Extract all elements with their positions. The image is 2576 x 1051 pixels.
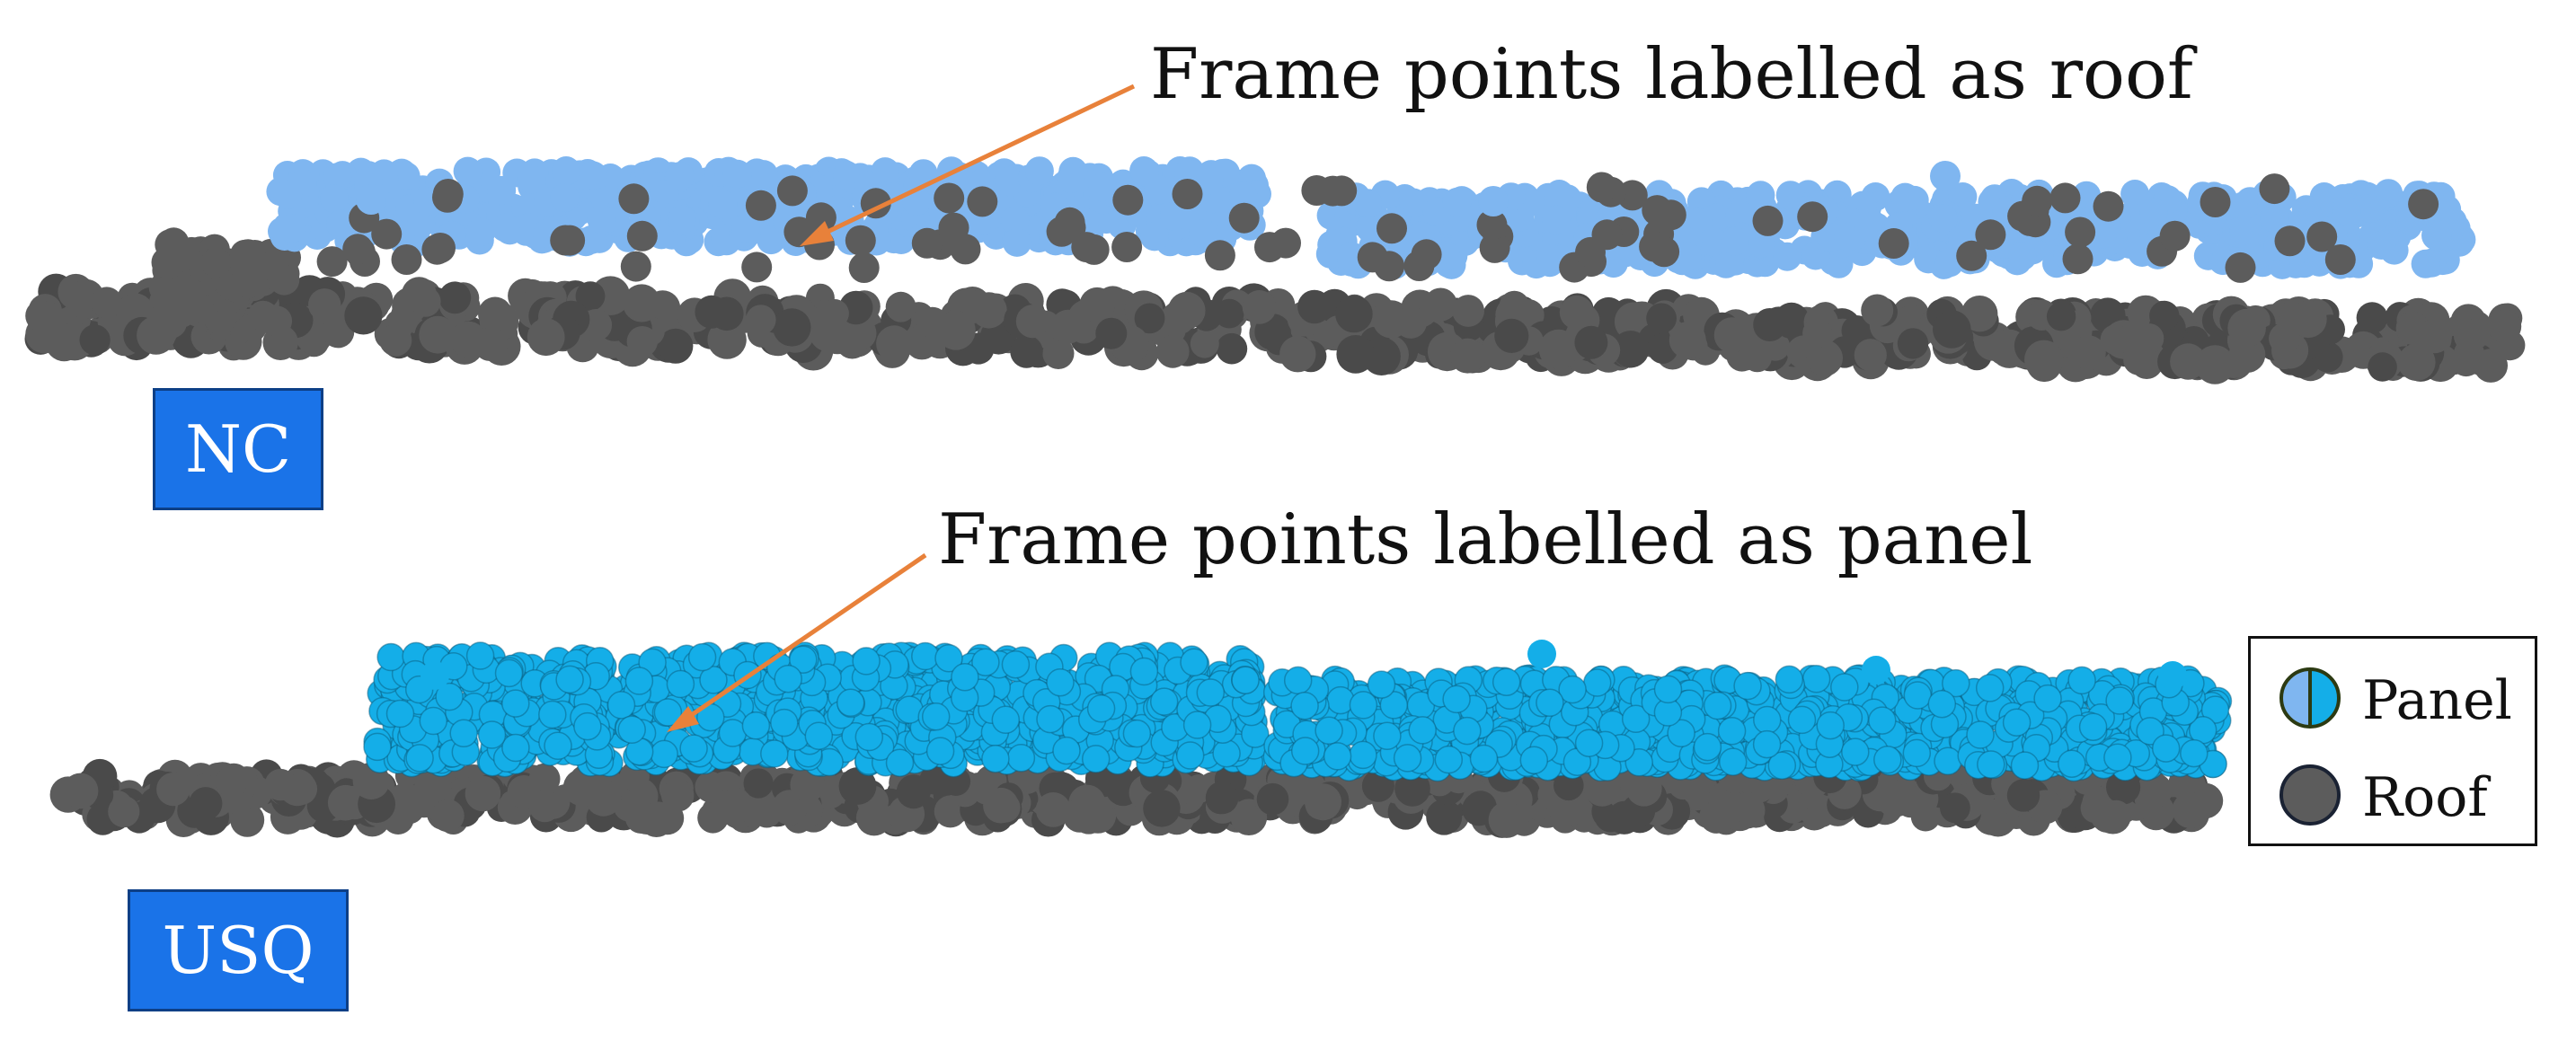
roof-arrow (800, 84, 1136, 246)
legend: Panel Roof (2248, 636, 2537, 846)
legend-item-panel: Panel (2251, 649, 2535, 739)
legend-item-roof: Roof (2251, 752, 2535, 842)
circle-icon (2279, 764, 2341, 826)
roof-annotation: Frame points labelled as roof (1150, 34, 2193, 115)
panel-arrow (667, 552, 927, 732)
panel-annotation: Frame points labelled as panel (938, 499, 2033, 580)
nc-point-cloud (24, 156, 2526, 384)
nc-label: NC (153, 388, 323, 510)
legend-label-roof: Roof (2362, 766, 2488, 829)
usq-point-cloud (49, 640, 2233, 838)
legend-label-panel: Panel (2362, 669, 2512, 732)
usq-label: USQ (128, 889, 349, 1011)
half-circle-icon (2279, 667, 2341, 729)
